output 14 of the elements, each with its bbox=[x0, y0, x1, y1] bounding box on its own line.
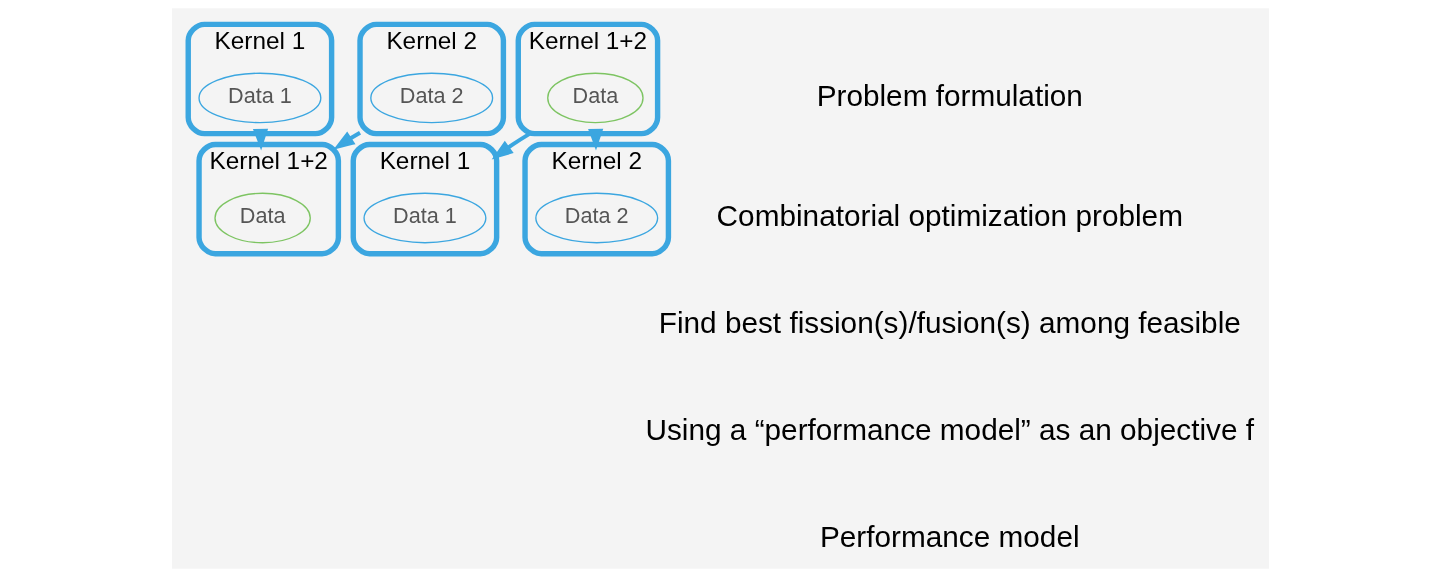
label: Problem formulation bbox=[816, 78, 1083, 112]
arrow bbox=[252, 128, 269, 151]
label: Combinatorial optimization problem bbox=[716, 198, 1183, 232]
node-ellipse: Data 1 bbox=[198, 72, 322, 124]
label: Performance model bbox=[819, 519, 1080, 553]
label: Using a “performance model” as an objective f bbox=[645, 412, 1255, 446]
node-ellipse: Data 2 bbox=[370, 72, 494, 124]
arrow bbox=[491, 131, 531, 160]
node-ellipse: Data bbox=[547, 72, 644, 124]
node-ellipse: Data bbox=[214, 192, 311, 244]
node-ellipse: Data 1 bbox=[363, 192, 487, 244]
node-ellipse: Data 2 bbox=[535, 192, 659, 244]
arrow bbox=[588, 128, 604, 151]
label: Find best fission(s)/fusion(s) among feasible bbox=[658, 305, 1241, 339]
